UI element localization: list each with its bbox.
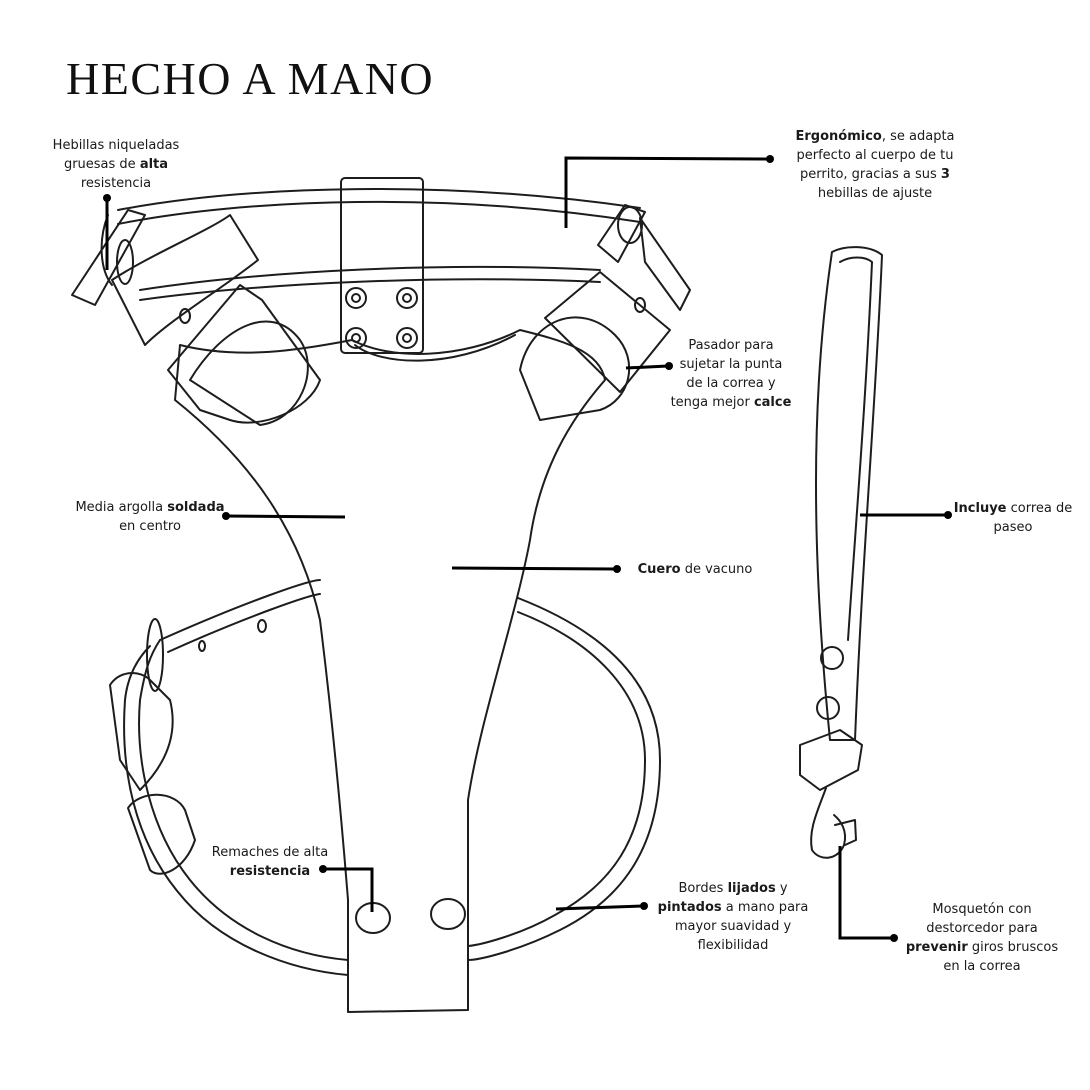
top-tab — [340, 177, 424, 354]
left-buckle — [71, 209, 321, 426]
girth-strap — [109, 579, 661, 976]
callout-argolla: Media argolla soldada en centro — [75, 500, 225, 534]
callout-dots — [103, 155, 952, 942]
callout-lines — [105, 156, 948, 940]
callout-remaches: Remaches de alta resistencia — [211, 845, 329, 879]
callout-buckles: Hebillas niqueladas gruesas de alta resi… — [52, 138, 180, 191]
leash — [799, 246, 883, 859]
callout-bordes: Bordes lijados y pintados a mano para ma… — [657, 881, 809, 953]
callout-cuero: Cuero de vacuno — [637, 562, 753, 577]
neck-strap — [117, 188, 641, 301]
chest-plate — [174, 329, 606, 1013]
callout-ergonomic: Ergonómico, se adapta perfecto al cuerpo… — [795, 129, 955, 201]
right-buckle — [519, 204, 691, 421]
callout-pasador: Pasador para sujetar la punta de la corr… — [670, 338, 792, 410]
callout-correa: Incluye correa de paseo — [953, 501, 1073, 535]
callout-mosqueton: Mosquetón con destorcedor para prevenir … — [905, 902, 1059, 974]
page-title: HECHO A MANO — [66, 53, 435, 104]
